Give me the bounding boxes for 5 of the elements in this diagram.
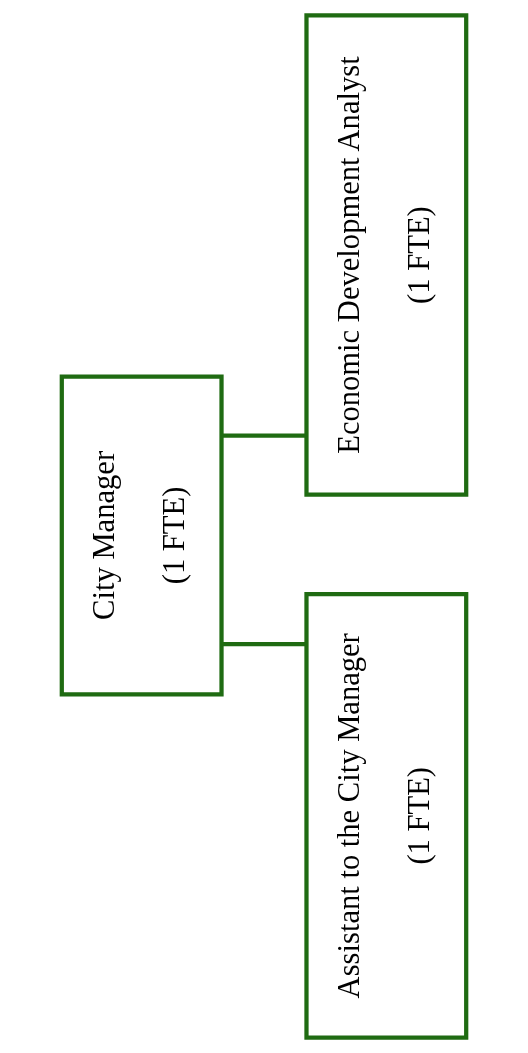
connector: [221, 433, 307, 438]
node-box: Economic Development Analyst (1 FTE): [304, 13, 469, 497]
connector: [221, 642, 307, 647]
node-box: Assistant to the City Manager (1 FTE): [304, 591, 469, 1040]
node-box: City Manager (1 FTE): [59, 374, 224, 697]
